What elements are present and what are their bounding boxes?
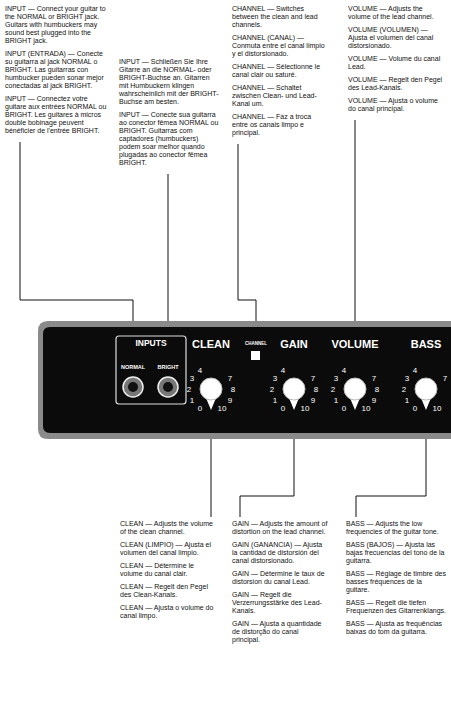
scale-number: 8 xyxy=(375,385,379,394)
bass-callout: BASS (BAJOS) — Ajusta las bajas frecuenc… xyxy=(346,541,446,565)
input-callout: INPUT — Schließen Sie Ihre Gitarre an di… xyxy=(119,58,219,106)
scale-number: 7 xyxy=(311,374,315,383)
leader-line xyxy=(356,439,426,517)
callout-column: CHANNEL — Switches between the clean and… xyxy=(232,5,328,142)
scale-number: 4 xyxy=(281,365,285,374)
bright-jack xyxy=(158,377,178,397)
switch-label: CHANNEL xyxy=(245,341,267,346)
knob-label: GAIN xyxy=(280,338,308,350)
gain-callout: GAIN (GANANCIA) — Ajusta la cantidad de … xyxy=(232,541,328,565)
knob-label: CLEAN xyxy=(192,338,230,350)
scale-number: 10 xyxy=(433,404,442,413)
scale-number: 7 xyxy=(443,374,447,383)
scale-number: 10 xyxy=(301,404,310,413)
knob-label: VOLUME xyxy=(331,338,378,350)
callout-column: BASS — Adjusts the low frequencies of th… xyxy=(346,520,446,641)
scale-number: 3 xyxy=(273,374,277,383)
scale-number: 2 xyxy=(402,385,406,394)
channel-callout: CHANNEL (CANAL) — Conmuta entre el canal… xyxy=(232,34,328,58)
scale-number: 2 xyxy=(270,385,274,394)
input-callout: INPUT (ENTRADA) — Conecte su guitarra al… xyxy=(5,50,107,90)
jack-label: BRIGHT xyxy=(157,364,178,370)
normal-jack xyxy=(123,377,143,397)
scale-number: 9 xyxy=(228,396,232,405)
jack-label: NORMAL xyxy=(121,364,145,370)
channel-switch xyxy=(251,351,260,360)
scale-number: 4 xyxy=(342,365,346,374)
channel-callout: CHANNEL — Switches between the clean and… xyxy=(232,5,328,29)
volume-callout: VOLUME — Ajusta o volume do canal princi… xyxy=(348,97,446,113)
bass-callout: BASS — Adjusts the low frequencies of th… xyxy=(346,520,446,536)
leader-line xyxy=(355,120,356,321)
volume-callout: VOLUME — Adjusts the volume of the lead … xyxy=(348,5,446,21)
leader-line xyxy=(168,174,169,321)
scale-number: 9 xyxy=(372,396,376,405)
scale-number: 1 xyxy=(273,396,277,405)
clean-callout: CLEAN — Regelt den Pegel des Clean-Kanal… xyxy=(120,583,216,599)
callout-column: GAIN — Adjusts the amount of distortion … xyxy=(232,520,328,649)
panel-trim xyxy=(38,321,451,439)
scale-number: 4 xyxy=(413,365,417,374)
leader-line xyxy=(238,144,256,321)
leader-line xyxy=(240,439,294,517)
panel-label: INPUTS xyxy=(135,338,166,348)
inputs-frame xyxy=(116,336,186,404)
clean-callout: CLEAN — Ajusta o volume do canal limpo. xyxy=(120,604,216,620)
knob-label: BASS xyxy=(411,338,442,350)
scale-number: 3 xyxy=(405,374,409,383)
clean-callout: CLEAN — Adjusts the volume of the clean … xyxy=(120,520,216,536)
gain-callout: GAIN — Regelt die Verzerrungsstärke des … xyxy=(232,591,328,615)
input-callout: INPUT — Connect your guitar to the NORMA… xyxy=(5,5,107,45)
bass-callout: BASS — Regelt die tiefen Frequenzen des … xyxy=(346,599,446,615)
leader-line xyxy=(211,439,212,517)
input-callout: INPUT — Connectez votre guitare aux entr… xyxy=(5,95,107,135)
callout-column: CLEAN — Adjusts the volume of the clean … xyxy=(120,520,216,625)
volume-callout: VOLUME (VOLUMEN) — Ajusta el volumen del… xyxy=(348,26,446,50)
bass-callout: BASS — Réglage de timbre des basses fréq… xyxy=(346,570,446,594)
scale-number: 0 xyxy=(413,404,417,413)
scale-number: 0 xyxy=(342,404,346,413)
channel-callout: CHANNEL — Schaltet zwischen Clean- und L… xyxy=(232,84,328,108)
scale-number: 9 xyxy=(311,396,315,405)
leader-line xyxy=(20,142,133,321)
scale-number: 7 xyxy=(228,374,232,383)
scale-number: 1 xyxy=(334,396,338,405)
scale-number: 2 xyxy=(331,385,335,394)
scale-number: 3 xyxy=(190,374,194,383)
gain-callout: GAIN — Adjusts the amount of distortion … xyxy=(232,520,328,536)
scale-number: 3 xyxy=(334,374,338,383)
clean-callout: CLEAN — Détermine le volume du canal cla… xyxy=(120,562,216,578)
callout-column: INPUT — Schließen Sie Ihre Gitarre an di… xyxy=(119,58,219,172)
scale-number: 10 xyxy=(218,404,227,413)
scale-number: 1 xyxy=(190,396,194,405)
volume-callout: VOLUME — Regelt den Pegel des Lead-Kanal… xyxy=(348,76,446,92)
clean-callout: CLEAN (LIMPIO) — Ajusta el volumen del c… xyxy=(120,541,216,557)
scale-number: 8 xyxy=(314,385,318,394)
channel-callout: CHANNEL — Faz a troca entre os canais li… xyxy=(232,113,328,137)
gain-callout: GAIN — Détermine le taux de distorsion d… xyxy=(232,570,328,586)
channel-callout: CHANNEL — Sélectionne le canal clair ou … xyxy=(232,63,328,79)
bass-callout: BASS — Ajusta as frequências baixas do t… xyxy=(346,620,446,636)
scale-number: 7 xyxy=(372,374,376,383)
scale-number: 0 xyxy=(281,404,285,413)
scale-number: 8 xyxy=(231,385,235,394)
callout-column: INPUT — Connect your guitar to the NORMA… xyxy=(5,5,107,140)
scale-number: 1 xyxy=(405,396,409,405)
volume-callout: VOLUME — Volume du canal Lead. xyxy=(348,55,446,71)
gain-callout: GAIN — Ajusta a quantidade de distorção … xyxy=(232,620,328,644)
control-panel xyxy=(43,327,451,433)
scale-number: 0 xyxy=(198,404,202,413)
scale-number: 10 xyxy=(362,404,371,413)
scale-number: 4 xyxy=(198,365,202,374)
callout-column: VOLUME — Adjusts the volume of the lead … xyxy=(348,5,446,118)
input-callout: INPUT — Conecte sua guitarra ao conector… xyxy=(119,111,219,167)
scale-number: 2 xyxy=(187,385,191,394)
